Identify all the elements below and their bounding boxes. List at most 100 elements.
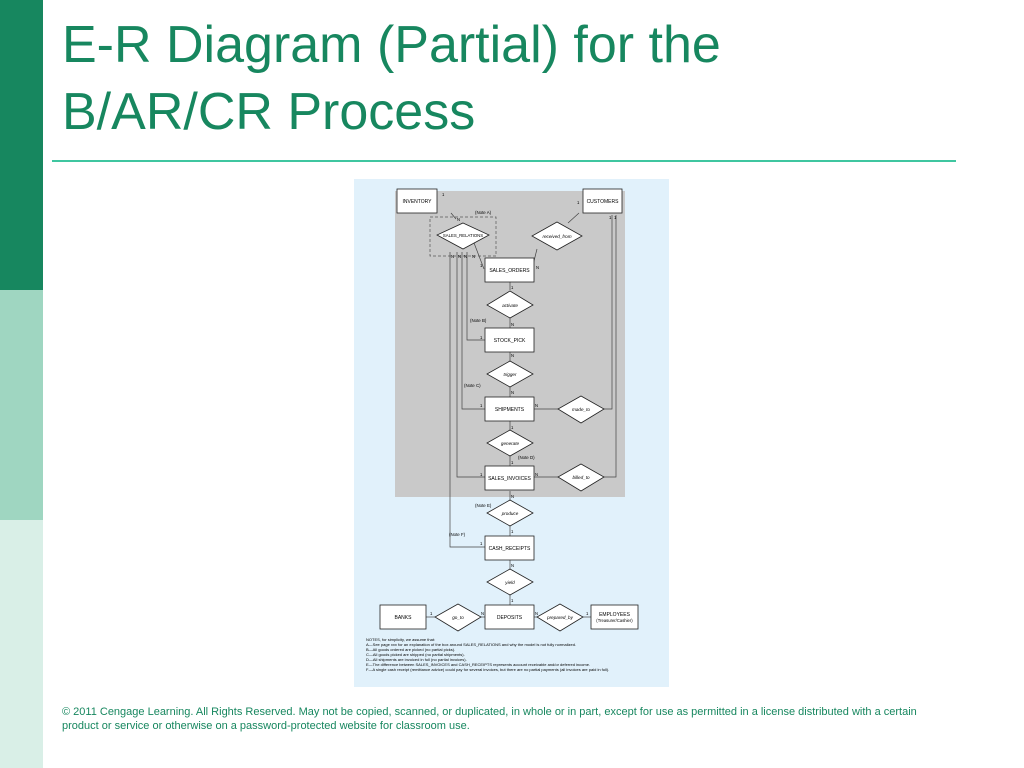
connector-lines — [426, 212, 617, 618]
card-sp-n-bottom: N — [511, 353, 514, 358]
slide-title: E-R Diagram (Partial) for the B/AR/CR Pr… — [62, 12, 962, 146]
entity-employees-label-2: (Treasurer/Cashier) — [596, 618, 633, 623]
rel-activate: activate — [486, 290, 534, 319]
rel-activate-label: activate — [502, 303, 518, 308]
rel-generate: generate — [486, 429, 534, 457]
card-dep-1-top: 1 — [511, 598, 514, 603]
er-diagram-svg: INVENTORY CUSTOMERS SALES_ORDERS STOCK_P… — [366, 188, 639, 672]
sales-relations-dashed-box — [429, 216, 497, 257]
note-f: (Note F) — [449, 532, 466, 537]
card-sh-n-top: N — [511, 390, 514, 395]
note-b: (Note B) — [470, 318, 487, 323]
slide-title-line-2: B/AR/CR Process — [62, 83, 476, 141]
sidebar-decoration — [0, 0, 43, 768]
card-si-n-right: N — [535, 472, 538, 477]
card-sr-n2: N — [458, 254, 461, 259]
rel-received-from: received_from — [531, 221, 583, 251]
footnote-c: C—All goods picked are shipped (no parti… — [366, 652, 465, 657]
entity-cash-receipts: CASH_RECEIPTS — [484, 535, 535, 561]
entity-stock-pick-label: STOCK_PICK — [494, 338, 526, 344]
card-dep-n-left: N — [481, 611, 484, 616]
entity-banks-label: BANKS — [395, 615, 413, 621]
card-sr-n1: N — [451, 254, 454, 259]
card-emp-1: 1 — [586, 611, 589, 616]
entity-deposits-label: DEPOSITS — [497, 615, 523, 621]
rel-billed-to-label: billed_to — [572, 475, 590, 480]
rel-produce: produce — [486, 499, 534, 527]
card-sr-n3: N — [464, 254, 467, 259]
footnote-a: A—See page xxx for an explanation of the… — [366, 642, 576, 647]
cardinality-labels: 1 N 1 1 1 N N N N 1 N 1 N 1 N N 1 N 1 1 … — [430, 192, 617, 616]
footnote-b: B—All goods ordered are picked (no parti… — [366, 647, 455, 652]
sidebar-band-mid — [0, 290, 43, 520]
card-sh-1-bottom: 1 — [511, 425, 514, 430]
entity-stock-pick: STOCK_PICK — [484, 327, 535, 353]
card-cr-n-bottom: N — [511, 563, 514, 568]
note-c: (Note C) — [464, 383, 481, 388]
card-si-1-top: 1 — [511, 460, 514, 465]
card-customers-1a: 1 — [577, 200, 580, 205]
entity-inventory-label: INVENTORY — [403, 199, 433, 205]
entity-banks: BANKS — [379, 604, 427, 630]
entity-sales-orders-label: SALES_ORDERS — [489, 268, 530, 274]
entity-shipments: SHIPMENTS — [484, 396, 535, 422]
sidebar-band-light — [0, 520, 43, 768]
rel-yield-label: yield — [504, 580, 515, 585]
slide-title-line-1: E-R Diagram (Partial) for the — [62, 16, 721, 74]
entity-customers-label: CUSTOMERS — [587, 199, 620, 205]
entity-sales-invoices: SALES_INVOICES — [484, 465, 535, 491]
entity-employees-label-1: EMPLOYEES — [599, 612, 631, 618]
rel-go-to-label: go_to — [452, 615, 464, 620]
card-sp-1-left: 1 — [480, 335, 483, 340]
footnote-f: F—A single cash receipt (remittance advi… — [366, 667, 609, 672]
note-e: (Note E) — [475, 503, 492, 508]
footnote-e: E—The difference between SALES_INVOICES … — [366, 662, 590, 667]
copyright-footer: © 2011 Cengage Learning. All Rights Rese… — [62, 706, 917, 732]
card-customers-1c: 1 — [614, 215, 617, 220]
diagram-footnotes: NOTES, for simplicity, we assume that: A… — [366, 637, 609, 672]
rel-sales-relations: SALES_RELATIONS — [436, 222, 490, 250]
rel-trigger: trigger — [486, 360, 534, 388]
title-divider — [52, 160, 956, 162]
rel-prepared-by: prepared_by — [536, 603, 584, 632]
entity-sales-invoices-label: SALES_INVOICES — [488, 476, 531, 482]
entity-inventory: INVENTORY — [396, 188, 438, 214]
card-banks-1: 1 — [430, 611, 433, 616]
rel-sales-relations-label: SALES_RELATIONS — [443, 233, 483, 238]
sidebar-band-dark — [0, 0, 43, 290]
card-si-1-left: 1 — [480, 472, 483, 477]
entity-shipments-label: SHIPMENTS — [495, 407, 525, 413]
entity-deposits: DEPOSITS — [484, 604, 535, 630]
card-sr-n-top: N — [457, 217, 460, 222]
card-sh-n-right: N — [535, 403, 538, 408]
rel-billed-to: billed_to — [557, 463, 605, 492]
rel-made-to-label: made_to — [572, 407, 590, 412]
card-cr-1-left: 1 — [480, 541, 483, 546]
rel-received-from-label: received_from — [542, 234, 571, 239]
card-customers-1b: 1 — [609, 215, 612, 220]
rel-prepared-by-label: prepared_by — [546, 615, 573, 620]
card-dep-n-right: N — [535, 611, 538, 616]
footnote-d: D—All shipments are invoiced in full (no… — [366, 657, 467, 662]
rel-trigger-label: trigger — [503, 372, 516, 377]
er-diagram: INVENTORY CUSTOMERS SALES_ORDERS STOCK_P… — [354, 179, 669, 687]
entity-sales-orders: SALES_ORDERS — [484, 257, 535, 283]
note-d: (Note D) — [518, 455, 535, 460]
card-sr-n4: N — [472, 254, 475, 259]
card-so-1: 1 — [480, 263, 483, 268]
entity-employees: EMPLOYEES (Treasurer/Cashier) — [590, 604, 639, 630]
footnote-intro: NOTES, for simplicity, we assume that: — [366, 637, 435, 642]
card-inventory-1: 1 — [442, 192, 445, 197]
rel-yield: yield — [486, 568, 534, 596]
rel-go-to: go_to — [434, 603, 482, 632]
entity-customers: CUSTOMERS — [582, 188, 623, 214]
rel-produce-label: produce — [501, 511, 519, 516]
card-sp-n-top: N — [511, 322, 514, 327]
card-sh-1-left: 1 — [480, 403, 483, 408]
note-a: (Note A) — [475, 210, 492, 215]
card-so-n: N — [536, 265, 539, 270]
card-si-n-bottom: N — [511, 494, 514, 499]
rel-generate-label: generate — [501, 441, 520, 446]
entity-cash-receipts-label: CASH_RECEIPTS — [489, 546, 531, 552]
card-cr-1-top: 1 — [511, 529, 514, 534]
